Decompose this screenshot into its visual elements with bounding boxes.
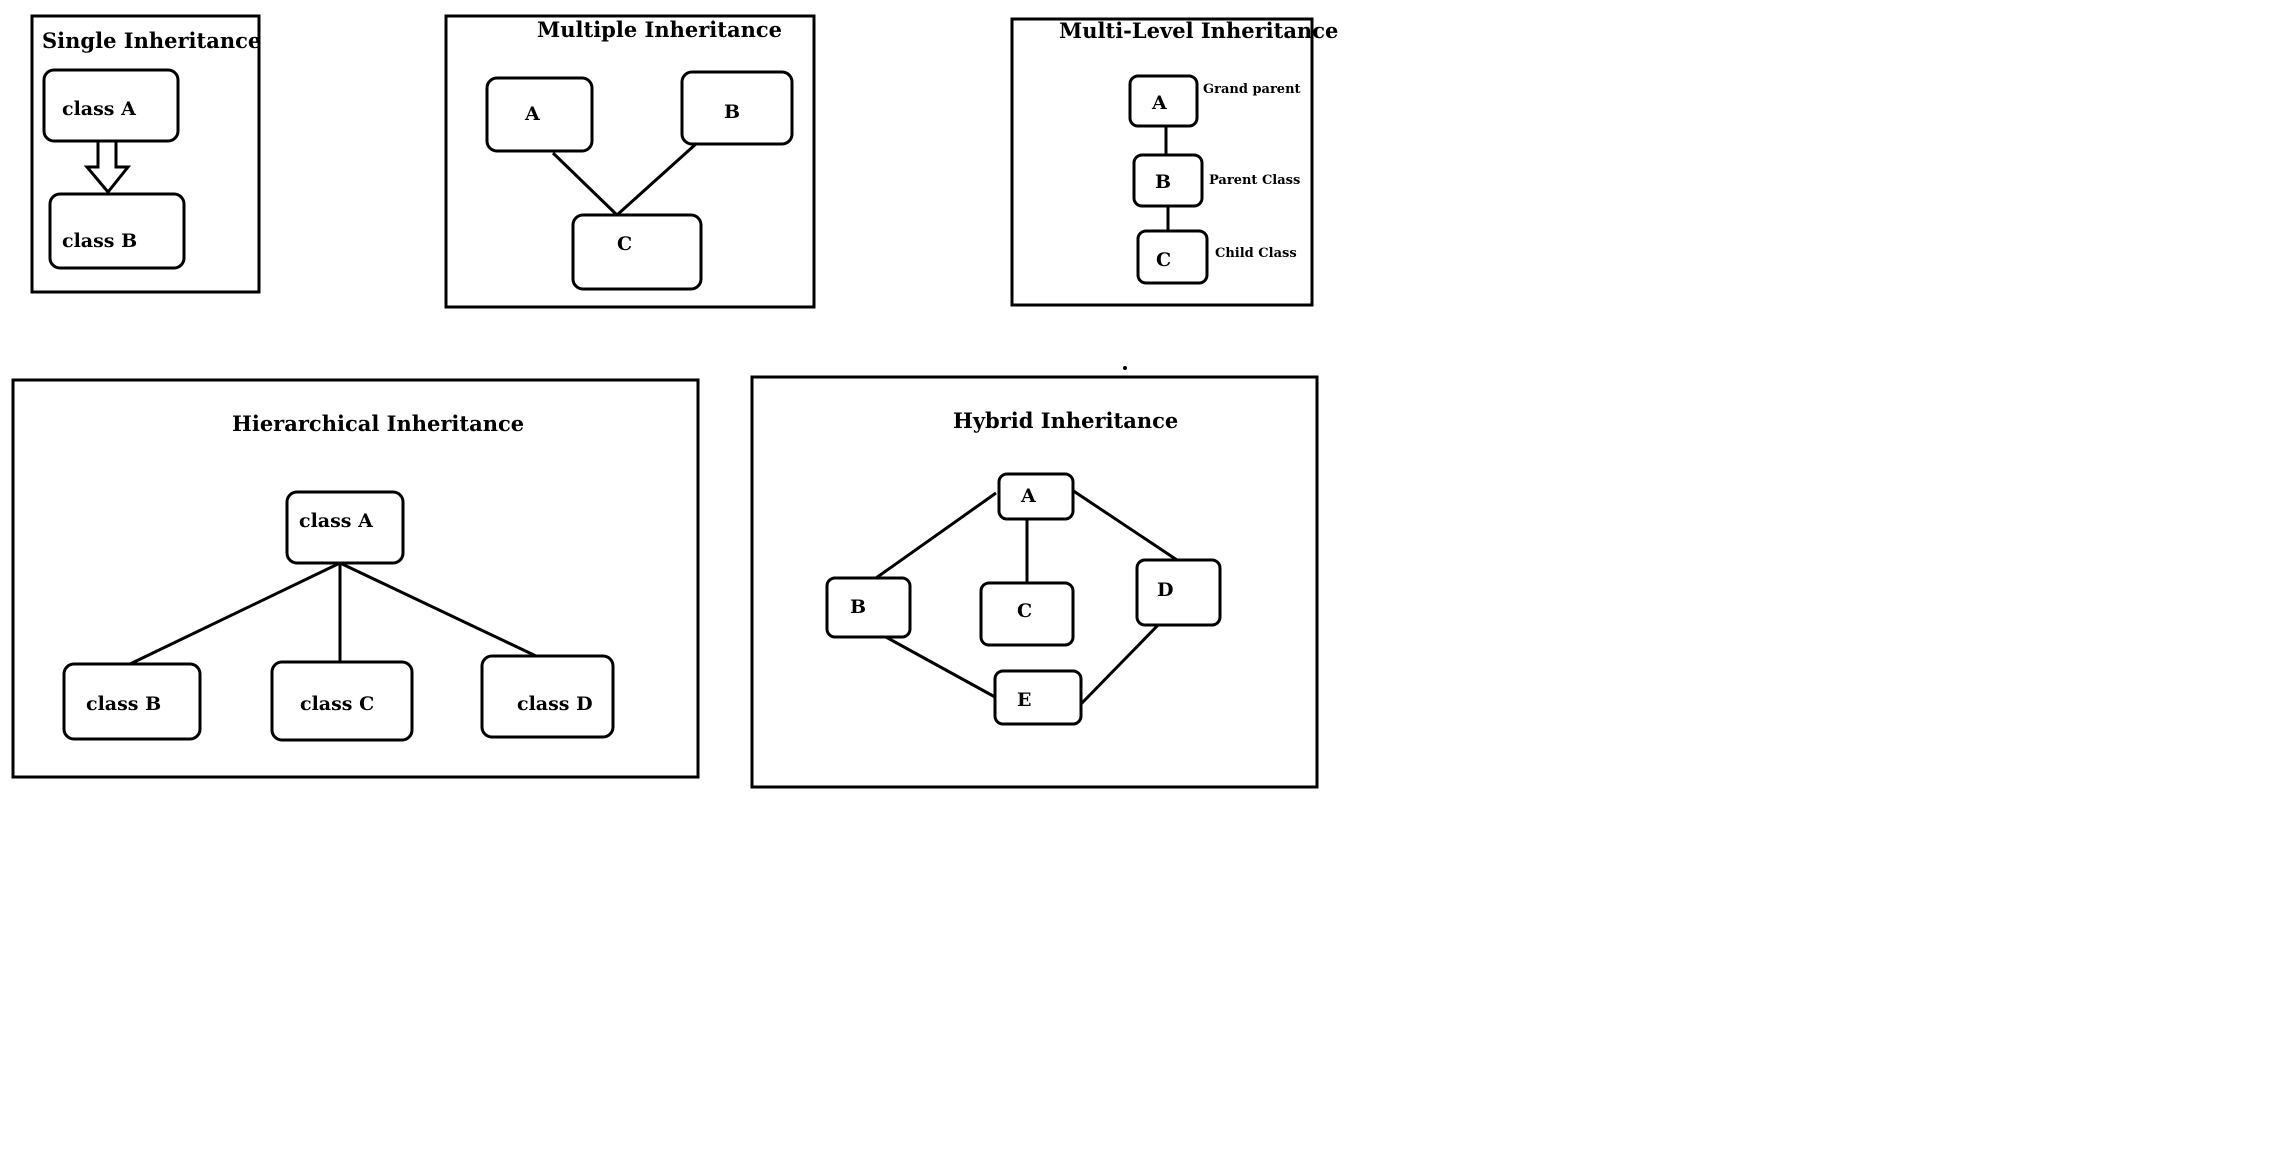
child-class-note: Child Class <box>1215 246 1297 261</box>
multilevel-node-b <box>1132 153 1204 208</box>
hierarchical-node-class-b <box>62 662 202 741</box>
hybrid-node-b-label: B <box>850 596 866 618</box>
grand-parent-note: Grand parent <box>1203 82 1301 97</box>
multiple-node-c-label: C <box>617 233 632 255</box>
hierarchical-node-class-c-label: class C <box>300 693 374 715</box>
hybrid-inheritance-panel: Hybrid Inheritance A B C D E <box>750 375 1319 789</box>
single-inheritance-title: Single Inheritance <box>42 28 261 53</box>
hybrid-node-e <box>993 669 1083 726</box>
multilevel-node-c-label: C <box>1156 249 1171 271</box>
multiple-node-a <box>485 76 594 153</box>
multilevel-node-b-label: B <box>1155 171 1171 193</box>
edge-a-c <box>551 151 619 217</box>
hierarchical-node-class-d <box>480 654 615 739</box>
edge-d-e <box>1079 618 1165 706</box>
edge-a-d <box>1071 488 1178 562</box>
single-inheritance-panel: Single Inheritance class A class B <box>30 14 261 294</box>
hybrid-node-d <box>1135 558 1222 627</box>
hybrid-inheritance-title: Hybrid Inheritance <box>953 408 1178 433</box>
hierarchical-node-class-a-label: class A <box>299 510 373 532</box>
single-node-class-b <box>48 192 186 270</box>
edge-b-c <box>615 141 699 217</box>
hierarchical-node-class-d-label: class D <box>517 693 593 715</box>
edge-a-b <box>875 491 997 580</box>
hybrid-node-c-label: C <box>1017 600 1032 622</box>
multiple-node-a-label: A <box>524 103 540 125</box>
edge-b-e <box>883 634 996 699</box>
hybrid-node-a <box>997 472 1075 521</box>
multiple-inheritance-frame <box>444 14 816 309</box>
multilevel-node-a-label: A <box>1151 92 1167 114</box>
parent-class-note: Parent Class <box>1209 173 1300 188</box>
multiple-node-c <box>571 213 703 291</box>
single-inheritance-frame <box>30 14 261 294</box>
hybrid-node-b <box>825 576 912 639</box>
down-arrow-icon <box>83 139 132 195</box>
hybrid-node-e-label: E <box>1017 689 1031 711</box>
edge-a-b <box>129 561 341 666</box>
multilevel-inheritance-title: Multi-Level Inheritance <box>1059 18 1338 43</box>
hierarchical-node-class-b-label: class B <box>86 693 161 715</box>
edge-a-d <box>339 561 537 658</box>
hierarchical-node-class-a <box>285 490 405 565</box>
hierarchical-inheritance-panel: Hierarchical Inheritance class A class B… <box>11 378 700 779</box>
multiple-inheritance-title: Multiple Inheritance <box>537 17 782 42</box>
stray-dot <box>1123 366 1127 370</box>
multiple-inheritance-panel: Multiple Inheritance A B C <box>444 14 816 309</box>
multiple-node-b <box>680 70 794 146</box>
multilevel-node-c <box>1136 229 1209 285</box>
multiple-node-b-label: B <box>724 101 740 123</box>
multilevel-inheritance-frame <box>1010 17 1314 307</box>
hierarchical-inheritance-frame <box>11 378 700 779</box>
hybrid-node-c <box>979 581 1075 647</box>
hybrid-node-d-label: D <box>1157 579 1173 601</box>
hierarchical-inheritance-title: Hierarchical Inheritance <box>232 411 524 436</box>
hybrid-node-a-label: A <box>1020 485 1036 507</box>
hybrid-inheritance-frame <box>750 375 1319 789</box>
multilevel-inheritance-panel: Multi-Level Inheritance A B C Grand pare… <box>1010 17 1338 307</box>
multilevel-node-a <box>1128 74 1199 128</box>
single-node-class-a-label: class A <box>62 98 136 120</box>
hierarchical-node-class-c <box>270 660 414 742</box>
single-node-class-b-label: class B <box>62 230 137 252</box>
